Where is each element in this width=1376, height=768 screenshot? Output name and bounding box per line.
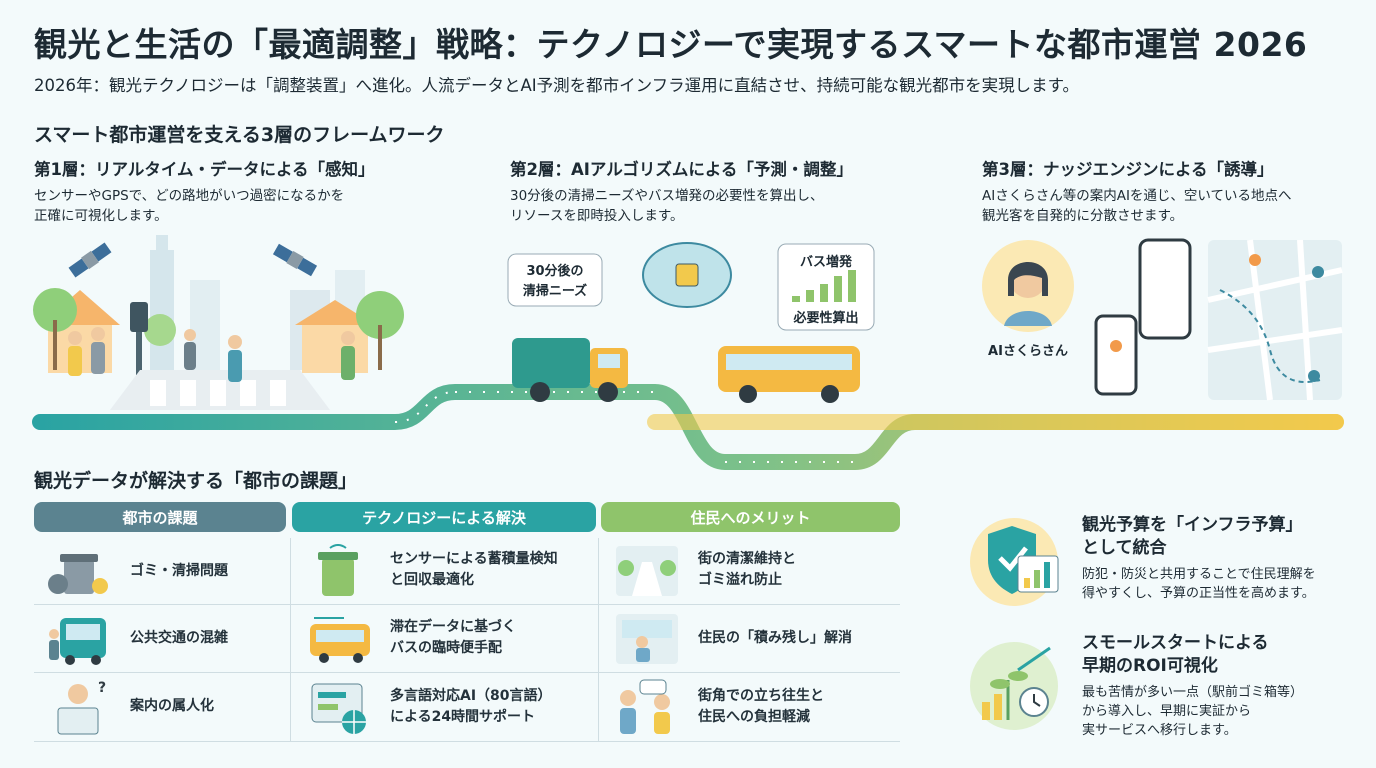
column-divider bbox=[290, 538, 291, 742]
growth-plant-icon bbox=[970, 642, 1058, 730]
layer-3: 第3層：ナッジエンジンによる「誘導」 AIさくらさん等の案内AIを通じ、空いてい… bbox=[982, 156, 1292, 226]
benefit-title-line: スモールスタートによる bbox=[1082, 633, 1269, 653]
cleaning-callout-line: 清掃ニーズ bbox=[523, 283, 587, 299]
layer-2-desc-line: リソースを即時投入します。 bbox=[510, 208, 684, 224]
smartphone-icon bbox=[1094, 238, 1192, 396]
ai-brain-icon bbox=[642, 242, 732, 308]
header-tech-solution: テクノロジーによる解決 bbox=[292, 502, 596, 532]
shield-chart-icon bbox=[970, 518, 1059, 606]
layer-3-title: 第3層：ナッジエンジンによる「誘導」 bbox=[982, 160, 1274, 179]
problem-cell: 案内の属人化 bbox=[130, 698, 214, 714]
solution-cell: 滞在データに基づく バスの臨時便手配 bbox=[390, 617, 516, 659]
solution-line: による24時間サポート bbox=[390, 709, 536, 725]
extra-bus-icon bbox=[310, 617, 370, 663]
layer-1: 第1層：リアルタイム・データによる「感知」 センサーやGPSで、どの路地がいつ過… bbox=[34, 156, 375, 226]
benefit-desc-line: 実サービスへ移行します。 bbox=[1082, 723, 1237, 738]
row-divider bbox=[34, 741, 900, 742]
layer-1-desc-line: センサーやGPSで、どの路地がいつ過密になるかを bbox=[34, 188, 345, 204]
benefit-cell: 街角での立ち往生と 住民への負担軽減 bbox=[698, 686, 824, 728]
column-divider bbox=[598, 538, 599, 742]
bus-increase-callout: バス増発 必要性算出 bbox=[777, 243, 875, 331]
benefit-title-line: として統合 bbox=[1082, 538, 1167, 558]
benefit-small-start-roi: スモールスタートによる 早期のROI可視化 最も苦情が多い一点（駅前ゴミ箱等） … bbox=[1082, 632, 1303, 740]
solution-line: と回収最適化 bbox=[390, 572, 474, 588]
benefit-cell: 住民の「積み残し」解消 bbox=[698, 630, 852, 646]
issues-heading: 観光データが解決する「都市の課題」 bbox=[34, 470, 358, 492]
layer-1-title: 第1層：リアルタイム・データによる「感知」 bbox=[34, 160, 375, 179]
benefit-title-line: 早期のROI可視化 bbox=[1082, 656, 1218, 676]
layer-2-desc-line: 30分後の清掃ニーズやバス増発の必要性を算出し、 bbox=[510, 188, 824, 204]
framework-illustration: 30分後の 清掃ニーズ バス増発 必要性算出 AIさくらさん bbox=[32, 235, 1344, 470]
clean-street-icon bbox=[616, 546, 678, 596]
bus-seat-icon bbox=[616, 614, 678, 664]
solution-cell: 多言語対応AI（80言語） による24時間サポート bbox=[390, 686, 552, 728]
page-title: 観光と生活の「最適調整」戦略：テクノロジーで実現するスマートな都市運営 2026 bbox=[34, 25, 1308, 64]
ai-sakura-avatar: AIさくらさん bbox=[982, 240, 1074, 359]
cleaning-callout-line: 30分後の bbox=[526, 263, 583, 279]
problem-cell: ゴミ・清掃問題 bbox=[130, 563, 228, 579]
street-guidance-icon bbox=[620, 679, 670, 734]
cleaning-needs-callout: 30分後の 清掃ニーズ bbox=[507, 253, 603, 307]
crowded-bus-icon bbox=[49, 618, 106, 665]
bus-callout-line: 必要性算出 bbox=[792, 310, 858, 326]
solution-line: 滞在データに基づく bbox=[390, 619, 516, 635]
multilingual-ai-icon bbox=[311, 683, 366, 734]
benefit-infrastructure-budget: 観光予算を「インフラ予算」 として統合 防犯・防災と共用することで住民理解を 得… bbox=[1082, 514, 1316, 603]
benefit-line: 街角での立ち往生と bbox=[698, 688, 824, 704]
satellite-icon bbox=[272, 243, 318, 277]
smart-bin-icon bbox=[318, 544, 358, 596]
benefit-line: ゴミ溢れ防止 bbox=[698, 572, 782, 588]
layer-2-desc: 30分後の清掃ニーズやバス増発の必要性を算出し、 リソースを即時投入します。 bbox=[510, 186, 853, 226]
bus-callout-line: バス増発 bbox=[800, 254, 853, 270]
garbage-bags-icon bbox=[48, 554, 108, 594]
benefit-title: 観光予算を「インフラ予算」 として統合 bbox=[1082, 514, 1316, 560]
svg-text:?: ? bbox=[98, 680, 106, 696]
benefit-desc-line: 防犯・防災と共用することで住民理解を bbox=[1082, 567, 1316, 582]
header-city-issues: 都市の課題 bbox=[34, 502, 286, 532]
solution-cell: センサーによる蓄積量検知 と回収最適化 bbox=[390, 549, 558, 591]
benefit-desc: 防犯・防災と共用することで住民理解を 得やすくし、予算の正当性を高めます。 bbox=[1082, 565, 1316, 603]
solution-line: バスの臨時便手配 bbox=[390, 640, 502, 656]
benefit-title-line: 観光予算を「インフラ予算」 bbox=[1082, 515, 1303, 535]
benefit-title: スモールスタートによる 早期のROI可視化 bbox=[1082, 632, 1303, 678]
garbage-truck-icon bbox=[512, 338, 628, 402]
benefit-line: 住民への負担軽減 bbox=[698, 709, 810, 725]
pedestrians-icon bbox=[68, 327, 355, 382]
layer-1-desc: センサーやGPSで、どの路地がいつ過密になるかを 正確に可視化します。 bbox=[34, 186, 375, 226]
framework-heading: スマート都市運営を支える3層のフレームワーク bbox=[34, 124, 445, 146]
ai-sakura-label: AIさくらさん bbox=[988, 344, 1068, 359]
benefit-desc-line: 最も苦情が多い一点（駅前ゴミ箱等） bbox=[1082, 685, 1304, 700]
benefit-desc: 最も苦情が多い一点（駅前ゴミ箱等） から導入し、早期に実証から 実サービスへ移行… bbox=[1082, 683, 1303, 740]
solution-line: センサーによる蓄積量検知 bbox=[390, 551, 558, 567]
confused-person-map-icon: ? bbox=[57, 680, 106, 735]
layer-2: 第2層：AIアルゴリズムによる「予測・調整」 30分後の清掃ニーズやバス増発の必… bbox=[510, 156, 853, 226]
header-resident-benefit: 住民へのメリット bbox=[601, 502, 900, 532]
satellite-icon bbox=[68, 242, 112, 278]
layer-3-desc: AIさくらさん等の案内AIを通じ、空いている地点へ 観光客を自発的に分散させます… bbox=[982, 186, 1292, 226]
row-divider bbox=[34, 672, 900, 673]
data-flow-road bbox=[32, 384, 1344, 470]
layer-3-desc-line: 観光客を自発的に分散させます。 bbox=[982, 208, 1184, 224]
solution-line: 多言語対応AI（80言語） bbox=[390, 688, 552, 704]
benefit-desc-line: から導入し、早期に実証から bbox=[1082, 704, 1252, 719]
benefit-cell: 街の清潔維持と ゴミ溢れ防止 bbox=[698, 549, 796, 591]
crosswalk-icon bbox=[110, 370, 330, 410]
layer-2-title: 第2層：AIアルゴリズムによる「予測・調整」 bbox=[510, 160, 853, 179]
bus-icon bbox=[718, 346, 860, 403]
problem-cell: 公共交通の混雑 bbox=[130, 630, 228, 646]
benefit-line: 街の清潔維持と bbox=[698, 551, 796, 567]
layer-1-desc-line: 正確に可視化します。 bbox=[34, 208, 168, 224]
benefit-desc-line: 得やすくし、予算の正当性を高めます。 bbox=[1082, 586, 1315, 601]
row-divider bbox=[34, 604, 900, 605]
map-icon bbox=[1207, 239, 1343, 401]
page-subtitle: 2026年：観光テクノロジーは「調整装置」へ進化。人流データとAI予測を都市イン… bbox=[34, 76, 1080, 95]
layer-3-desc-line: AIさくらさん等の案内AIを通じ、空いている地点へ bbox=[982, 188, 1292, 204]
